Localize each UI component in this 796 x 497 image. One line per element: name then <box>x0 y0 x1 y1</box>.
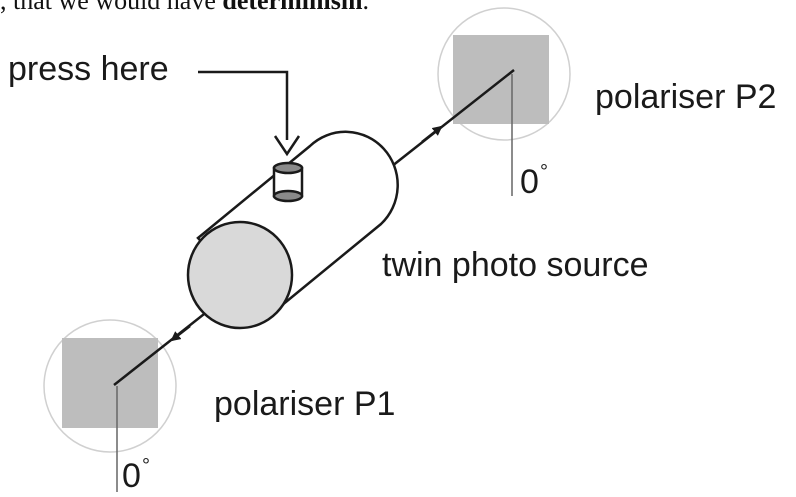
p2-rotation-circle <box>437 7 571 141</box>
twin-photon-source <box>186 130 399 330</box>
button-top <box>272 161 304 175</box>
polariser-p2 <box>437 7 571 196</box>
button-base <box>272 189 304 203</box>
caption-end: . <box>362 0 369 15</box>
p2-degree-symbol: ° <box>540 161 548 183</box>
p1-rotation-circle <box>43 319 177 453</box>
press-here-arrowhead <box>273 135 301 157</box>
polariser-p1 <box>43 319 177 492</box>
polariser-p2-label: polariser P2 <box>595 78 776 116</box>
press-button[interactable] <box>272 161 304 203</box>
polariser-p1-label: polariser P1 <box>214 385 395 423</box>
p1-degree-symbol: ° <box>142 455 150 477</box>
press-here-label: press here <box>8 50 169 88</box>
p2-angle-value: 0 <box>520 163 539 201</box>
arrow-to-p2 <box>421 125 443 143</box>
p1-angle-value: 0 <box>122 457 141 492</box>
caption-bold-word: determinism <box>222 0 363 15</box>
source-end-cap <box>186 220 294 330</box>
source-label: twin photo source <box>382 246 649 284</box>
caption-fragment: , that we would have determinism. <box>0 0 369 16</box>
p1-filter-square <box>62 338 158 428</box>
arrow-to-p1 <box>170 325 191 342</box>
caption-text: , that we would have <box>0 0 223 15</box>
press-here-leader <box>198 70 289 140</box>
